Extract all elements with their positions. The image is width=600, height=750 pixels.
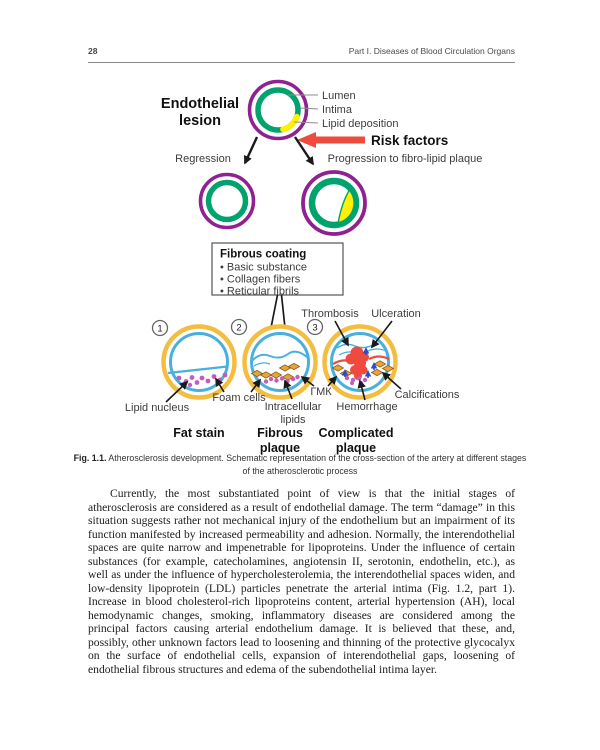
fibrous-item-reticular-fibrils: • Reticular fibrils [220,286,300,298]
regression-label: Regression [175,153,231,165]
foam-cells-pointer-left [215,377,225,393]
stage1-label: Fat stain [173,426,224,440]
fibrous-coating-box: Fibrous coating • Basic substance • Coll… [211,242,344,298]
artery-cross-section-regression [198,172,256,230]
gmk-pointer-right [327,375,338,387]
figure-caption-number: Fig. 1.1. [73,453,107,463]
stage3-complicated-plaque-artery [322,324,398,400]
smooth-muscle-cells [250,362,301,381]
lipid-deposition-patch [280,113,300,133]
rupture-line-right [368,355,390,360]
thrombus-blob [345,346,369,380]
stage1-fat-stain-artery [161,324,237,400]
intima-ring [255,87,301,133]
artery-cross-section-fibrolipid-plaque [301,170,367,236]
regression-arrow [243,136,259,165]
stage1-badge: 1 [151,319,169,337]
body-text: Currently, the most substantiated point … [88,487,515,676]
stage2-label-line1: Fibrous [257,426,303,440]
hemorrhage-label: Hemorrhage [336,401,397,413]
intima-label: Intima [322,104,353,116]
fibrous-cap-wave-2 [253,362,271,367]
stage3-label-line1: Complicated [318,426,393,440]
fibrous-coating-title: Fibrous coating [220,249,306,261]
stage2-badge: 2 [230,318,248,336]
ulceration-pointer [370,320,393,349]
badge-circle [151,319,169,337]
endothelial-lesion-label-line1: Endothelial [161,96,239,112]
foam-cells-label: Foam cells [212,392,266,404]
lipid-callout-line [293,121,319,124]
fibrous-item-basic-substance: • Basic substance [220,262,307,274]
badge-number: 2 [236,323,241,334]
intracellular-lipids-label-line2: lipids [280,414,306,426]
lipid-deposition-label: Lipid deposition [322,118,398,130]
lumen-label: Lumen [322,90,356,102]
atherosclerosis-diagram: Endothelial lesion Lumen Intima Lipid de… [125,79,483,455]
thrombosis-pointer [334,320,349,347]
intracellular-lipids-label-line1: Intracellular [265,401,322,413]
callout-lines [288,94,319,124]
lipid-nucleus-pointer [165,380,189,403]
running-title: Part I. Diseases of Blood Circulation Or… [348,46,515,56]
thrombosis-label: Thrombosis [301,308,359,320]
stage3-badge: 3 [306,318,324,336]
gmk-label: ГМК [310,386,332,398]
page-number: 28 [88,46,98,56]
badge-number: 3 [312,323,317,334]
stage2-label-line2: plaque [260,441,300,455]
endothelial-lesion-label-line2: lesion [179,113,221,129]
intima-callout-line [299,107,319,110]
calcifications-label: Calcifications [395,389,460,401]
figure-caption: Fig. 1.1. Atherosclerosis development. S… [70,452,530,478]
lipid-nucleus-boundary [167,365,228,375]
lipid-crescent [337,188,355,224]
stage2-fibrous-plaque-artery [242,324,318,400]
risk-factors-label: Risk factors [371,133,448,148]
hemorrhage-pointer [357,379,366,401]
intima-ring [205,179,249,223]
gmk-pointer-left [300,375,315,387]
intracellular-lipids-pointer [283,379,293,400]
badge-circle [230,318,248,336]
risk-factors-arrow [297,132,365,148]
figure-caption-text: Atherosclerosis development. Schematic r… [108,453,527,477]
artery-cross-section-lesion [247,79,309,141]
calcifications-pointer [381,371,402,390]
box-border [211,242,344,296]
fibrous-item-collagen-fibers: • Collagen fibers [220,274,301,286]
progression-label: Progression to fibro-lipid plaque [328,153,483,165]
ulceration-label: Ulceration [371,308,421,320]
foam-cells-pointer-right [250,378,262,393]
badge-number: 1 [157,324,162,335]
progression-arrow [294,136,314,166]
stage3-label-line2: plaque [336,441,376,455]
fibrous-cap-wave [251,350,308,362]
hemorrhage-arrows [341,347,378,378]
page-header: 28 Part I. Diseases of Blood Circulation… [88,46,515,63]
lipid-nucleus-label: Lipid nucleus [125,402,190,414]
intima-ring [250,332,310,392]
intima-wave-3 [367,348,387,352]
paragraph: Currently, the most substantiated point … [88,487,515,676]
badge-circle [306,318,324,336]
